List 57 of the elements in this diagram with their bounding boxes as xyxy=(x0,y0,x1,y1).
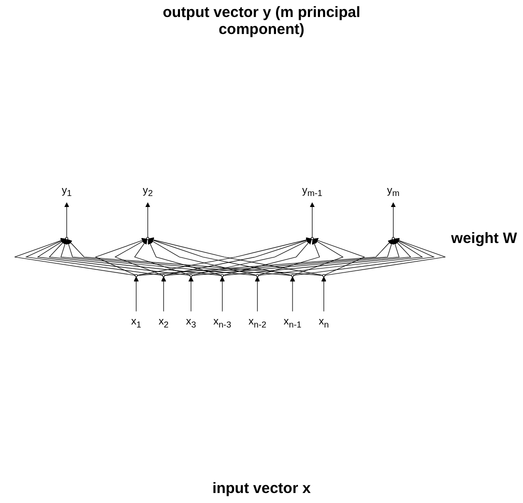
arrow xyxy=(134,239,190,276)
node-circle xyxy=(291,274,294,277)
node-text: x$_{3}$ xyxy=(186,315,196,330)
arrow xyxy=(148,238,257,276)
arrow xyxy=(64,202,70,238)
arrow xyxy=(14,238,136,276)
arrow xyxy=(293,238,344,276)
node-circle xyxy=(256,274,259,277)
arrow xyxy=(258,239,320,276)
arrow xyxy=(161,276,166,312)
node-circle xyxy=(162,274,166,277)
node-circle xyxy=(65,237,68,240)
arrow xyxy=(192,238,312,276)
node-text: x$_{n}$ xyxy=(318,315,329,330)
arrow xyxy=(60,239,257,276)
arrow xyxy=(390,202,396,238)
node-text: x$_{n-3}$ xyxy=(213,315,232,330)
arrow xyxy=(188,276,194,312)
arrow xyxy=(25,238,163,276)
arrow xyxy=(258,238,424,276)
arrow xyxy=(313,238,366,276)
arrow xyxy=(290,276,296,312)
arrow xyxy=(321,276,326,312)
node-circle xyxy=(392,237,395,240)
node-circle xyxy=(322,274,326,277)
arrow xyxy=(223,239,312,276)
node-circle xyxy=(310,237,314,240)
node-text: x$_{2}$ xyxy=(158,315,169,330)
node-text: y$_{m-1}$ xyxy=(302,184,322,198)
arrow xyxy=(145,202,150,238)
diagram-title: output vector y (m principal component) xyxy=(162,4,362,38)
arrow xyxy=(164,238,312,276)
arrow xyxy=(254,276,260,312)
arrow xyxy=(148,239,222,276)
node-text: x$_{n-1}$ xyxy=(284,315,302,330)
weight-label: weight W xyxy=(451,230,517,247)
arrow xyxy=(220,276,225,312)
arrow xyxy=(293,238,435,276)
arrow xyxy=(223,239,412,276)
node-text: y$_{m}$ xyxy=(387,184,400,198)
node-circle xyxy=(146,237,150,240)
arrow xyxy=(94,238,147,276)
arrow xyxy=(114,238,163,276)
node-text: y$_{1}$ xyxy=(62,184,72,198)
arrow xyxy=(48,239,222,276)
node-circle xyxy=(220,274,224,277)
node-text: x$_{1}$ xyxy=(131,315,142,330)
arrow xyxy=(310,202,315,238)
node-circle xyxy=(134,274,138,277)
node-circle xyxy=(190,274,192,277)
node-text: x$_{n-2}$ xyxy=(248,315,266,330)
arrow xyxy=(148,238,292,276)
arrow xyxy=(324,238,446,276)
node-text: y$_{2}$ xyxy=(142,184,153,198)
diagram-caption: input vector x xyxy=(212,480,311,497)
arrow xyxy=(134,276,139,312)
arrow xyxy=(36,238,190,276)
